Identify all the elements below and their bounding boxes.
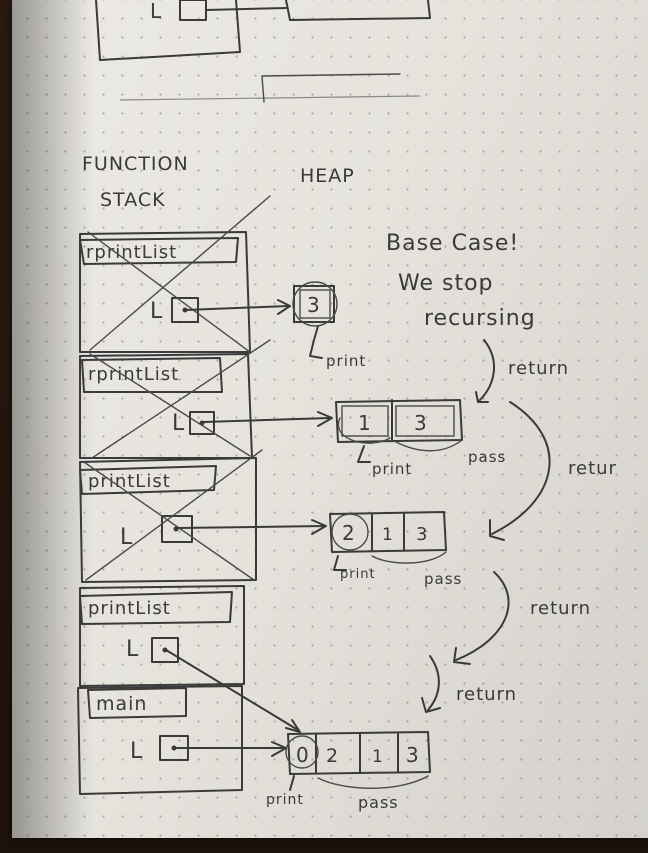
previous-diagram-fragment: L [96,0,430,102]
list-1-print-label: print [326,352,366,370]
heap-list-4: 0 2 1 3 print pass [266,732,430,812]
list-4-cell-1: 2 [326,745,339,767]
frame-4-name: printList [88,598,171,619]
frame-5-var: L [130,739,143,764]
list-3-cell-2: 3 [416,524,428,545]
list-3-cell-1: 1 [382,525,394,545]
frame-1-var: L [150,299,163,324]
list-4-pass-label: pass [358,793,399,812]
stack-header-line2: STACK [100,189,166,211]
list-2-cell-0: 1 [358,411,372,435]
frame-4-var: L [126,637,139,662]
heap-list-3: 2 1 3 print pass [330,512,462,588]
base-case-line3: recursing [424,306,536,331]
frame-5-name: main [96,693,147,715]
list-1-cell-0: 3 [307,293,321,317]
return-arrows: return retur return return [422,340,617,712]
base-case-line1: Base Case! [386,231,519,256]
heap-list-1: 3 print [293,282,366,370]
stack-frame-2: rprintList L [80,340,332,458]
return-label-1: return [508,358,569,379]
stack-header-line1: FUNCTION [82,153,189,175]
return-label-3: return [530,598,591,619]
list-2-cell-1: 3 [414,411,428,435]
fragment-var-label: L [150,0,162,23]
heap-list-2: 1 3 print pass [336,400,506,478]
list-3-cell-0: 2 [342,521,356,545]
stack-frame-5: main L [78,686,286,794]
list-4-cell-0: 0 [296,743,310,767]
list-2-print-label: print [372,460,412,478]
list-4-cell-2: 1 [372,747,384,767]
list-3-print-label: print [340,567,376,582]
list-4-print-label: print [266,792,304,808]
return-label-4: return [456,684,517,705]
list-2-pass-label: pass [468,448,506,466]
stack-frame-3: printList L [80,450,326,582]
heap-header: HEAP [300,165,355,187]
list-3-pass-label: pass [424,570,462,588]
stack-frame-1: rprintList L [80,196,290,352]
list-4-cell-3: 3 [406,743,420,767]
frame-1-name: rprintList [86,242,177,263]
return-label-2: retur [568,458,617,479]
frame-2-var: L [172,411,185,436]
base-case-line2: We stop [398,271,494,296]
